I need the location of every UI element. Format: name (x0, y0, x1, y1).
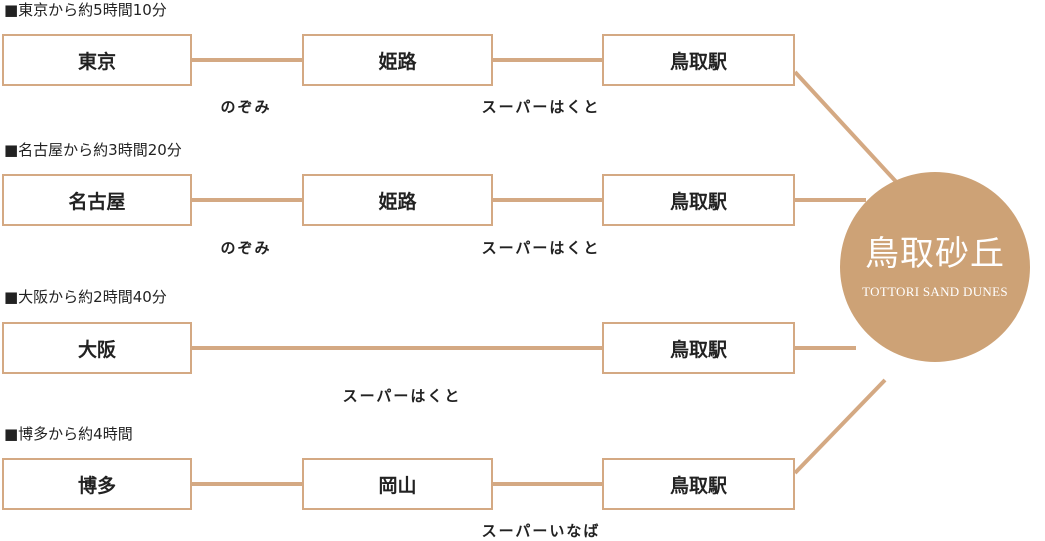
route-heading-hakata: ■博多から約4時間 (4, 425, 133, 443)
station-tottori: 鳥取駅 (602, 458, 795, 510)
station-himeji: 姫路 (302, 174, 493, 226)
connector-line (493, 482, 602, 486)
train-label-super-inaba: スーパーいなば (481, 522, 601, 540)
station-tokyo: 東京 (2, 34, 192, 86)
connector-line (493, 58, 602, 62)
station-tottori: 鳥取駅 (602, 322, 795, 374)
route-heading-tokyo: ■東京から約5時間10分 (4, 1, 167, 19)
connector-line (192, 198, 302, 202)
train-label-super-hakuto: スーパーはくと (481, 98, 601, 116)
station-himeji: 姫路 (302, 34, 493, 86)
station-tottori: 鳥取駅 (602, 34, 795, 86)
station-tottori: 鳥取駅 (602, 174, 795, 226)
connector-line (192, 58, 302, 62)
connector-line-hakata (793, 378, 887, 475)
connector-line (192, 346, 602, 350)
train-label-nozomi: のぞみ (220, 239, 272, 257)
destination-subtitle: TOTTORI SAND DUNES (862, 284, 1008, 299)
train-label-nozomi: のぞみ (220, 98, 272, 116)
destination-circle: 鳥取砂丘 TOTTORI SAND DUNES (840, 172, 1030, 362)
station-osaka: 大阪 (2, 322, 192, 374)
connector-line-tokyo (793, 70, 902, 188)
connector-line (493, 198, 602, 202)
train-label-super-hakuto: スーパーはくと (481, 239, 601, 257)
station-okayama: 岡山 (302, 458, 493, 510)
station-nagoya: 名古屋 (2, 174, 192, 226)
train-label-super-hakuto: スーパーはくと (342, 387, 462, 405)
connector-line (192, 482, 302, 486)
route-heading-nagoya: ■名古屋から約3時間20分 (4, 141, 182, 159)
station-hakata: 博多 (2, 458, 192, 510)
route-heading-osaka: ■大阪から約2時間40分 (4, 288, 167, 306)
destination-name: 鳥取砂丘 (865, 234, 1005, 274)
